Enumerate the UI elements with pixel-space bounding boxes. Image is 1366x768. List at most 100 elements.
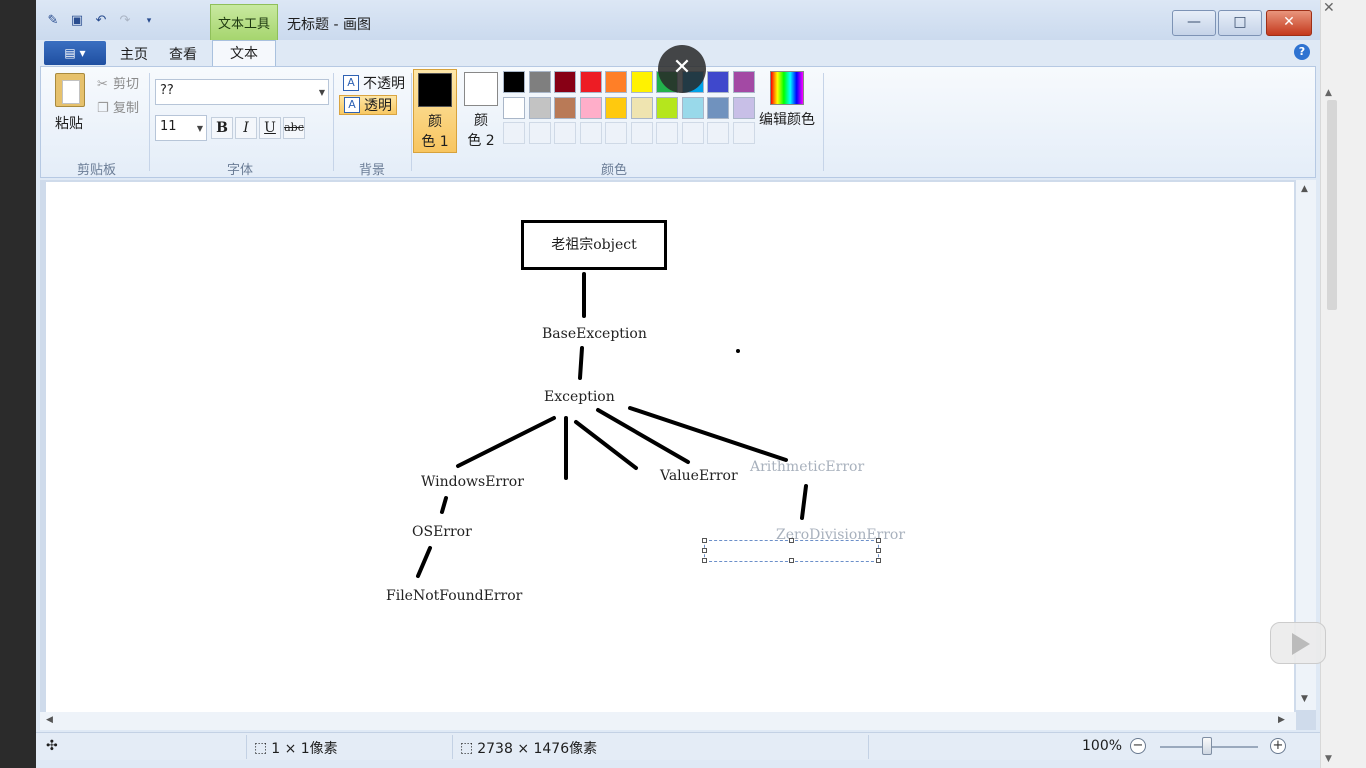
palette-empty-slot[interactable] [605, 122, 627, 144]
palette-swatch[interactable] [605, 96, 627, 119]
chevron-down-icon: ▼ [318, 88, 325, 97]
transparent-label: 透明 [364, 98, 392, 114]
palette-swatch[interactable] [503, 96, 525, 119]
edge-exception-windowserror [456, 416, 556, 468]
strikethrough-button[interactable]: abc [283, 117, 305, 139]
scroll-right-arrow-icon[interactable]: ▶ [1278, 715, 1285, 725]
font-family-select[interactable]: ?? ▼ [155, 79, 329, 105]
palette-swatch[interactable] [656, 96, 678, 119]
paint-window: ✎ ▣ ↶ ↷ ▾ 文本工具 无标题 - 画图 — □ ✕ ▤ ▾ 主页 查看 … [36, 0, 1320, 768]
edge-windowserror-oserror [440, 496, 448, 514]
font-size-select[interactable]: 11 ▼ [155, 115, 207, 141]
transparent-option[interactable]: A 透明 [339, 95, 397, 115]
palette-swatch[interactable] [630, 96, 653, 119]
edit-colors-button[interactable]: 编辑颜色 [755, 71, 819, 129]
text-tools-context-tab: 文本工具 [210, 4, 278, 40]
horizontal-scrollbar[interactable]: ◀ ▶ [40, 712, 1296, 730]
scroll-left-arrow-icon[interactable]: ◀ [46, 715, 53, 725]
scroll-up-arrow-icon[interactable]: ▲ [1325, 88, 1332, 98]
palette-swatch[interactable] [528, 71, 551, 93]
palette-swatch[interactable] [707, 96, 729, 119]
edge-oserror-filenotfound [416, 546, 432, 578]
minimize-button[interactable]: — [1172, 10, 1216, 36]
copy-label: 复制 [113, 101, 140, 116]
color2-button[interactable]: 颜 色 2 [459, 69, 503, 153]
cut-button[interactable]: ✂剪切 [97, 73, 139, 92]
resize-handle[interactable] [702, 548, 707, 553]
resize-handle[interactable] [702, 538, 707, 543]
scroll-down-arrow-icon[interactable]: ▼ [1301, 694, 1308, 704]
palette-empty-slot[interactable] [579, 122, 602, 144]
palette-empty-slot[interactable] [681, 122, 704, 144]
node-root-object: 老祖宗object [521, 220, 667, 270]
help-icon[interactable]: ? [1294, 44, 1310, 60]
palette-empty-slot[interactable] [656, 122, 678, 144]
tab-text[interactable]: 文本 [212, 40, 276, 67]
italic-button[interactable]: I [235, 117, 257, 139]
resize-handle[interactable] [876, 538, 881, 543]
selection-size-text: 1 × 1像素 [271, 741, 338, 757]
scroll-up-arrow-icon[interactable]: ▲ [1301, 184, 1308, 194]
window-title: 无标题 - 画图 [287, 17, 371, 33]
tab-view[interactable]: 查看 [169, 47, 197, 63]
palette-empty-slot[interactable] [554, 122, 576, 144]
paste-icon[interactable] [55, 73, 85, 107]
palette-empty-slot[interactable] [707, 122, 729, 144]
font-family-value: ?? [160, 83, 174, 98]
palette-swatch[interactable] [681, 96, 704, 119]
text-input-box[interactable] [702, 538, 881, 563]
palette-swatch[interactable] [579, 96, 602, 119]
close-button[interactable]: ✕ [1266, 10, 1312, 36]
zoom-slider-thumb[interactable] [1202, 737, 1212, 755]
customize-qat-chevron-icon[interactable]: ▾ [146, 16, 152, 26]
resize-handle[interactable] [789, 558, 794, 563]
undo-icon[interactable]: ↶ [95, 13, 107, 28]
zoom-in-icon[interactable]: + [1270, 738, 1286, 754]
clipboard-group-label: 剪贴板 [77, 163, 117, 178]
palette-swatch[interactable] [630, 71, 653, 93]
scroll-down-arrow-icon[interactable]: ▼ [1325, 754, 1332, 764]
scrollbar-thumb[interactable] [1327, 100, 1337, 310]
paint-app-icon[interactable]: ✎ [47, 13, 59, 28]
palette-swatch[interactable] [579, 71, 602, 93]
video-overlay-close-button[interactable]: ✕ [658, 45, 706, 93]
palette-empty-slot[interactable] [732, 122, 755, 144]
color1-button[interactable]: 颜 色 1 [413, 69, 457, 153]
bold-button[interactable]: B [211, 117, 233, 139]
video-play-icon[interactable] [1270, 622, 1326, 664]
status-divider [246, 735, 247, 759]
zoom-out-icon[interactable]: − [1130, 738, 1146, 754]
redo-icon[interactable]: ↷ [119, 13, 131, 28]
resize-handle[interactable] [876, 558, 881, 563]
palette-swatch[interactable] [707, 71, 729, 93]
palette-swatch[interactable] [732, 96, 755, 119]
adjacent-window-edge: ✕ ▲ ▼ [1320, 0, 1366, 768]
vertical-scrollbar[interactable]: ▲ ▼ [1296, 180, 1316, 710]
palette-swatch[interactable] [503, 71, 525, 93]
close-icon[interactable]: ✕ [1323, 0, 1335, 16]
palette-empty-slot[interactable] [630, 122, 653, 144]
opaque-background-icon: A [343, 75, 359, 91]
underline-button[interactable]: U [259, 117, 281, 139]
colors-group-label: 颜色 [601, 163, 628, 178]
palette-empty-slot[interactable] [528, 122, 551, 144]
palette-swatch[interactable] [554, 71, 576, 93]
desktop-left-edge [0, 0, 36, 768]
palette-empty-slot[interactable] [503, 122, 525, 144]
paste-button-label[interactable]: 粘贴 [55, 116, 83, 132]
file-menu-button[interactable]: ▤ ▾ [44, 41, 106, 65]
palette-swatch[interactable] [554, 96, 576, 119]
maximize-button[interactable]: □ [1218, 10, 1262, 36]
resize-handle[interactable] [702, 558, 707, 563]
tab-home[interactable]: 主页 [120, 47, 148, 63]
edge-base-exception [578, 346, 584, 380]
palette-swatch[interactable] [732, 71, 755, 93]
palette-swatch[interactable] [605, 71, 627, 93]
resize-handle[interactable] [789, 538, 794, 543]
palette-swatch[interactable] [528, 96, 551, 119]
save-icon[interactable]: ▣ [70, 13, 84, 28]
copy-button[interactable]: ❐复制 [97, 97, 139, 116]
drawing-canvas[interactable]: 老祖宗object BaseException Exception Window… [46, 182, 1294, 712]
opaque-option[interactable]: A 不透明 [339, 73, 409, 93]
resize-handle[interactable] [876, 548, 881, 553]
